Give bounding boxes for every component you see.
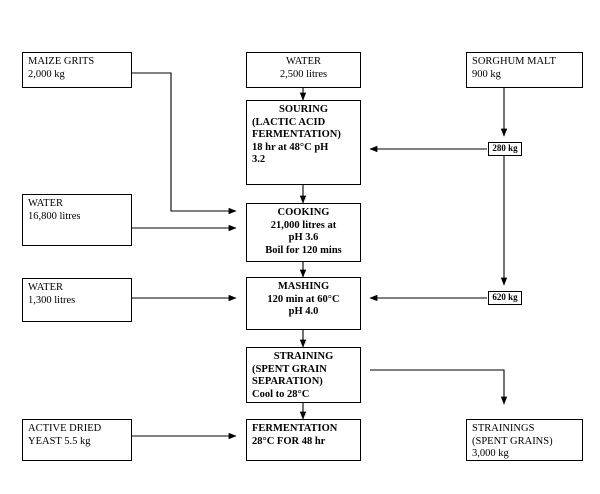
- node-maize-grits[interactable]: MAIZE GRITS 2,000 kg: [22, 52, 132, 88]
- souring-line-3: FERMENTATION): [252, 129, 341, 141]
- maize-grits-line-1: MAIZE GRITS: [28, 56, 95, 67]
- maize-grits-line-2: 2,000 kg: [28, 68, 65, 80]
- tag-malt-to-mashing[interactable]: 620 kg: [488, 291, 522, 305]
- water-mashing-line-2: 1,300 litres: [28, 294, 76, 306]
- sorghum-malt-line-1: SORGHUM MALT: [472, 56, 556, 67]
- tag-malt-to-souring[interactable]: 280 kg: [488, 142, 522, 156]
- node-water-cooking[interactable]: WATER 16,800 litres: [22, 194, 132, 246]
- yeast-line-1: ACTIVE DRIED: [28, 423, 102, 434]
- mashing-line-2: 120 min at 60°C: [267, 293, 340, 305]
- node-sorghum-malt[interactable]: SORGHUM MALT 900 kg: [466, 52, 583, 88]
- node-strainings[interactable]: STRAININGS (SPENT GRAINS) 3,000 kg: [466, 419, 583, 461]
- sorghum-malt-line-2: 900 kg: [472, 68, 501, 80]
- water-mashing-line-1: WATER: [28, 282, 63, 293]
- mashing-line-3: pH 4.0: [288, 306, 319, 318]
- straining-line-3: SEPARATION): [252, 376, 323, 388]
- node-souring[interactable]: SOURING (LACTIC ACID FERMENTATION) 18 hr…: [246, 100, 361, 185]
- souring-line-2: (LACTIC ACID: [252, 116, 326, 128]
- node-water-mashing[interactable]: WATER 1,300 litres: [22, 278, 132, 322]
- water-cooking-line-1: WATER: [28, 198, 63, 209]
- node-straining[interactable]: STRAINING (SPENT GRAIN SEPARATION) Cool …: [246, 347, 361, 403]
- straining-line-2: (SPENT GRAIN: [252, 363, 327, 375]
- mashing-line-1: MASHING: [277, 281, 330, 292]
- connector-maize-to-cooking: [132, 72, 237, 215]
- souring-line-5: 3.2: [252, 154, 266, 166]
- strainings-line-2: (SPENT GRAINS): [472, 435, 553, 447]
- cooking-line-3: pH 3.6: [288, 232, 319, 244]
- cooking-line-1: COOKING: [277, 207, 330, 218]
- fermentation-line-2: 28°C FOR 48 hr: [252, 435, 326, 447]
- node-water-souring[interactable]: WATER 2,500 litres: [246, 52, 361, 88]
- water-souring-line-2: 2,500 litres: [279, 68, 328, 80]
- node-cooking[interactable]: COOKING 21,000 litres at pH 3.6 Boil for…: [246, 203, 361, 262]
- yeast-line-2: YEAST 5.5 kg: [28, 435, 91, 447]
- water-souring-line-1: WATER: [286, 56, 321, 67]
- node-mashing[interactable]: MASHING 120 min at 60°C pH 4.0: [246, 277, 361, 330]
- souring-line-1: SOURING: [278, 104, 328, 115]
- cooking-line-4: Boil for 120 mins: [265, 244, 342, 256]
- cooking-line-2: 21,000 litres at: [270, 219, 337, 231]
- fermentation-line-1: FERMENTATION: [252, 423, 338, 434]
- connector-straining-to-strainings: [370, 369, 508, 405]
- strainings-line-1: STRAININGS: [472, 423, 535, 434]
- souring-line-4: 18 hr at 48°C pH: [252, 141, 329, 153]
- node-active-dried-yeast[interactable]: ACTIVE DRIED YEAST 5.5 kg: [22, 419, 132, 461]
- straining-line-1: STRAINING: [273, 351, 334, 362]
- node-fermentation[interactable]: FERMENTATION 28°C FOR 48 hr: [246, 419, 361, 461]
- strainings-line-3: 3,000 kg: [472, 448, 509, 460]
- water-cooking-line-2: 16,800 litres: [28, 210, 81, 222]
- straining-line-4: Cool to 28°C: [252, 388, 310, 400]
